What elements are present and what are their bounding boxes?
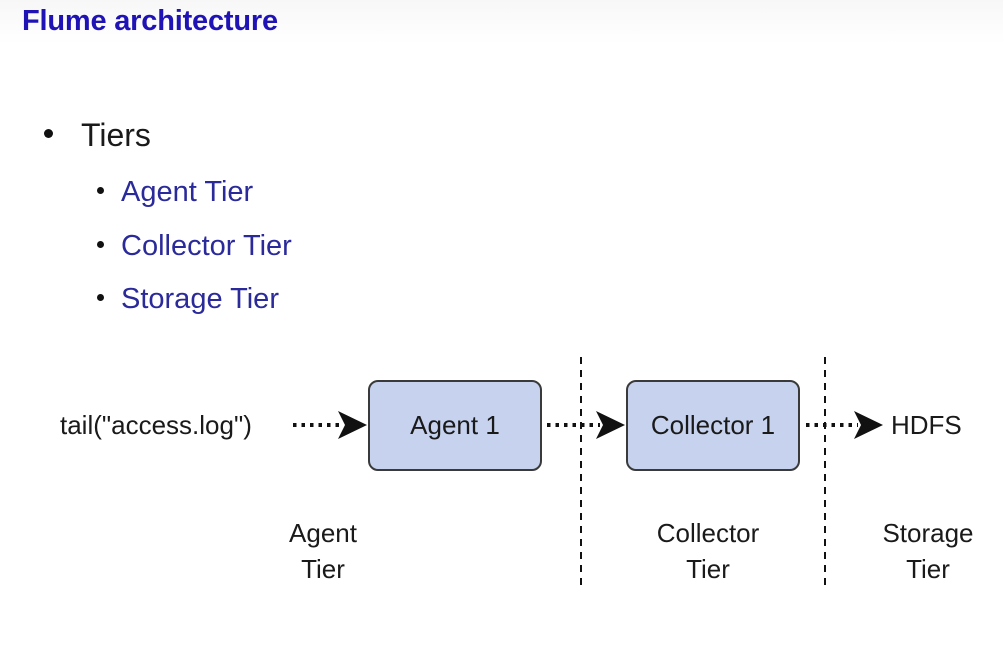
tier-label-agent-line2: Tier: [301, 554, 345, 584]
bullet-tiers-label: Tiers: [81, 117, 151, 153]
tier-label-storage-line1: Storage: [882, 518, 973, 548]
bullet-storage-tier: Storage Tier: [97, 283, 279, 316]
bullet-tiers: Tiers: [44, 117, 151, 154]
bullet-agent-tier-label: Agent Tier: [121, 176, 254, 208]
arrow-agent-to-collector: [547, 411, 625, 439]
bullet-collector-tier-label: Collector Tier: [121, 230, 292, 262]
tier-label-collector-line1: Collector: [657, 518, 760, 548]
collector-1-label: Collector 1: [651, 410, 775, 440]
tier-label-collector-line2: Tier: [686, 554, 730, 584]
tier-label-storage-line2: Tier: [906, 554, 950, 584]
bullet-dot: [44, 129, 53, 139]
tier-label-agent-line1: Agent: [289, 518, 358, 548]
bullet-agent-tier: Agent Tier: [97, 176, 253, 209]
bullet-collector-tier: Collector Tier: [97, 230, 292, 263]
bullet-dot: [97, 293, 104, 301]
bullet-dot: [97, 240, 104, 248]
slide-title: Flume architecture: [22, 5, 278, 37]
agent-1-label: Agent 1: [410, 410, 500, 440]
arrow-collector-to-hdfs: [806, 411, 883, 439]
arrow-source-to-agent: [293, 411, 367, 439]
collector-1-node: Collector 1: [626, 380, 800, 471]
source-label: tail("access.log"): [60, 410, 252, 440]
bullet-storage-tier-label: Storage Tier: [121, 283, 279, 315]
bullet-dot: [97, 186, 104, 194]
title-bar: [0, 0, 1003, 44]
sink-label-hdfs: HDFS: [891, 410, 962, 440]
agent-1-node: Agent 1: [368, 380, 542, 471]
